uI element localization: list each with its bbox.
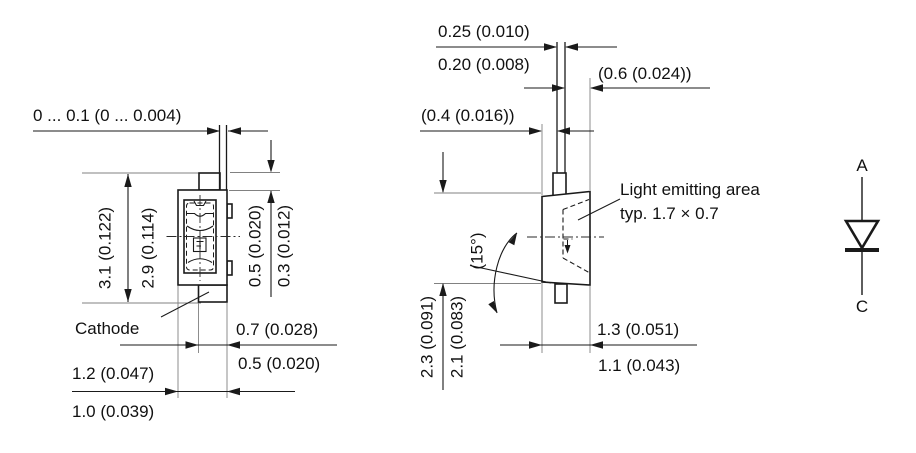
- cathode-label: Cathode: [75, 319, 139, 338]
- dim-body-width-max: 1.2 (0.047): [72, 364, 154, 383]
- arrowhead: [529, 127, 542, 135]
- leader-line: [160, 291, 210, 318]
- dim-lead-offset-front: (0.6 (0.024)): [598, 64, 692, 83]
- dim-depth-max: 1.3 (0.051): [597, 320, 679, 339]
- dim-height-max: 2.3 (0.091): [417, 296, 436, 378]
- dim-lead-len-min: 0.3 (0.012): [274, 205, 293, 287]
- package-body: [541, 190, 591, 286]
- dim-tilt-angle: (15°): [467, 232, 486, 269]
- dim-height-min: 2.1 (0.083): [447, 296, 466, 378]
- leader-line: [577, 198, 621, 221]
- top-notch: [193, 200, 207, 207]
- front-view: 0 ... 0.1 (0 ... 0.004) 3.1 (0.122) 2.9 …: [33, 106, 337, 421]
- emitting-area-label-line2: typ. 1.7 × 0.7: [620, 204, 719, 223]
- cathode-label: C: [856, 297, 868, 316]
- diode-symbol: A C: [843, 156, 881, 316]
- reflector-contour: [186, 225, 214, 232]
- arrowhead: [590, 84, 603, 92]
- angle-reference-line: [469, 264, 552, 284]
- arrowhead: [267, 160, 275, 173]
- arrowhead: [439, 180, 447, 193]
- dim-tab-width-min: 0.5 (0.020): [238, 354, 320, 373]
- dim-body-width-min: 1.0 (0.039): [72, 402, 154, 421]
- arrowhead: [228, 127, 241, 135]
- arrowhead: [552, 84, 565, 92]
- arrowhead: [207, 127, 220, 135]
- arrowhead: [165, 387, 178, 396]
- arrowhead: [544, 43, 557, 51]
- arrowhead: [529, 341, 542, 349]
- emitting-area-outline: [562, 198, 590, 273]
- dim-length-max: 3.1 (0.122): [95, 207, 114, 289]
- side-view: Light emitting area typ. 1.7 × 0.7 0.25 …: [417, 22, 760, 390]
- arrowhead: [227, 387, 240, 396]
- anode-label: A: [856, 156, 868, 175]
- anode-tab: [198, 172, 221, 191]
- arrowhead: [565, 43, 578, 51]
- arrowhead: [124, 289, 132, 302]
- dim-lead-len-max: 0.5 (0.020): [245, 205, 264, 287]
- arrowhead: [124, 174, 132, 187]
- dim-depth-min: 1.1 (0.043): [598, 356, 680, 375]
- arrowhead: [590, 341, 603, 349]
- arrowhead: [488, 301, 497, 313]
- arrowhead: [508, 233, 517, 246]
- arrowhead: [439, 283, 447, 296]
- dim-length-min: 2.9 (0.114): [138, 208, 157, 289]
- arrowhead: [227, 341, 240, 349]
- arrowhead: [185, 341, 199, 349]
- dim-lead-thickness-max: 0.25 (0.010): [438, 22, 530, 41]
- dim-lead-offset-back: (0.4 (0.016)): [421, 106, 515, 125]
- cathode-tab: [554, 283, 568, 304]
- arrowhead: [564, 245, 571, 254]
- angle-arc: [493, 232, 518, 314]
- dim-lead-clearance: 0 ... 0.1 (0 ... 0.004): [33, 106, 181, 125]
- diode-triangle: [843, 219, 881, 251]
- dim-lead-thickness-min: 0.20 (0.008): [438, 55, 530, 74]
- emitting-area-label-line1: Light emitting area: [620, 180, 760, 199]
- arrowhead: [267, 190, 275, 203]
- cathode-tab: [197, 284, 228, 303]
- arrowhead: [557, 127, 570, 135]
- dim-tab-width-max: 0.7 (0.028): [236, 320, 318, 339]
